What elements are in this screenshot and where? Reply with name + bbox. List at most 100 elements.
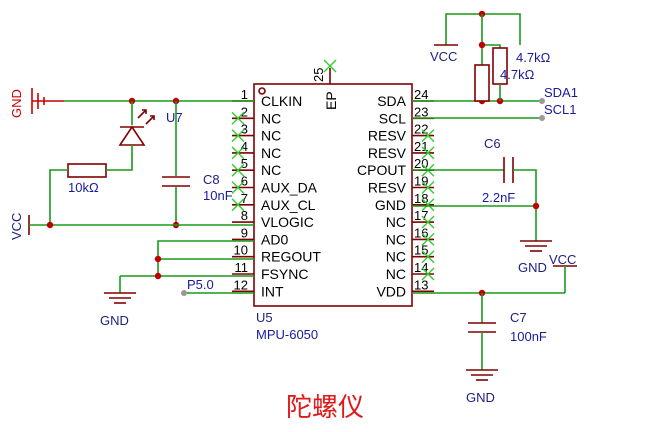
right-pin-name: GND bbox=[375, 197, 406, 213]
scl1-net-point bbox=[539, 115, 545, 121]
right-pin-name: RESV bbox=[368, 145, 407, 161]
r-top-right-label: 4.7kΩ bbox=[516, 50, 551, 65]
c6-symbol bbox=[503, 157, 514, 183]
right-pin-number: 23 bbox=[414, 104, 428, 119]
left-pin-name: AD0 bbox=[261, 231, 288, 247]
c7-symbol bbox=[468, 322, 496, 333]
left-pin-name: REGOUT bbox=[261, 249, 321, 265]
c7-name: C7 bbox=[510, 310, 527, 325]
right-pin-number: 13 bbox=[414, 277, 428, 292]
right-pin-nc-b bbox=[421, 232, 435, 246]
left-pin-nc-b bbox=[231, 181, 245, 194]
junction bbox=[532, 202, 540, 210]
right-pin-name: RESV bbox=[368, 128, 407, 144]
right-pin-nc-b bbox=[421, 198, 435, 212]
junction bbox=[154, 255, 162, 263]
gnd-bottom-right-label: GND bbox=[466, 390, 495, 405]
right-pin-name: NC bbox=[386, 249, 406, 265]
right-pin-name: RESV bbox=[368, 180, 407, 196]
junction bbox=[46, 221, 54, 229]
led-symbol bbox=[118, 109, 155, 146]
right-pin-name: VDD bbox=[376, 283, 406, 299]
gnd-bottom-left-label: GND bbox=[100, 313, 129, 328]
scl1-label: SCL1 bbox=[544, 102, 577, 117]
wire-ad0 bbox=[157, 240, 254, 276]
right-pin-nc-b bbox=[421, 129, 435, 143]
right-pin-nc-b bbox=[421, 181, 435, 194]
right-pin-name: NC bbox=[386, 266, 406, 282]
left-pin-number: 8 bbox=[241, 208, 248, 223]
c8-value: 10nF bbox=[203, 188, 233, 203]
left-pin-name: VLOGIC bbox=[261, 214, 314, 230]
c8-symbol bbox=[162, 176, 190, 187]
wire-vcc-top bbox=[445, 13, 521, 45]
gnd-bottom-right-symbol bbox=[466, 369, 498, 381]
ep-nc-mark bbox=[323, 59, 337, 73]
right-pin-number: 24 bbox=[414, 87, 428, 102]
vcc-top-label: VCC bbox=[430, 49, 457, 64]
c6-name: C6 bbox=[484, 136, 501, 151]
c6-value: 2.2nF bbox=[482, 190, 515, 205]
wire-led-resistor bbox=[110, 145, 133, 171]
right-pin-name: NC bbox=[386, 231, 406, 247]
sda1-net-point bbox=[539, 98, 545, 104]
gnd-right-label: GND bbox=[518, 260, 547, 275]
gnd-right-symbol bbox=[520, 240, 552, 252]
left-pin-number: 3 bbox=[241, 122, 248, 137]
left-pin-number: 11 bbox=[235, 260, 249, 275]
ep-pin-name: EP bbox=[323, 91, 339, 110]
vcc-right-label: VCC bbox=[549, 252, 576, 267]
right-pin-nc-b bbox=[421, 146, 435, 160]
left-pin-number: 6 bbox=[241, 174, 248, 189]
wire-c6-right bbox=[513, 169, 537, 241]
left-pin-number: 5 bbox=[241, 156, 248, 171]
left-pin-number: 12 bbox=[234, 277, 248, 292]
left-pin-number: 4 bbox=[241, 139, 248, 154]
gnd-bottom-left-symbol bbox=[104, 276, 136, 304]
wire-r2-top bbox=[482, 44, 501, 48]
p5-net-point bbox=[181, 290, 187, 296]
right-pin-name: SDA bbox=[377, 93, 406, 109]
r-top-left-label: 4.7kΩ bbox=[500, 67, 535, 82]
left-pin-number: 7 bbox=[241, 191, 248, 206]
right-pin-name: NC bbox=[386, 214, 406, 230]
junction bbox=[478, 41, 486, 49]
vcc-left-symbol bbox=[28, 215, 254, 235]
junction bbox=[154, 272, 162, 280]
c8-name: C8 bbox=[203, 172, 220, 187]
left-pin-nc-b bbox=[231, 163, 245, 177]
left-pin-name: NC bbox=[261, 110, 281, 126]
pin1-marker bbox=[258, 87, 266, 95]
resistor-10k-label: 10kΩ bbox=[68, 180, 99, 195]
gnd-left-label: GND bbox=[9, 89, 24, 118]
wire-r-left bbox=[49, 169, 68, 225]
p5-label: P5.0 bbox=[187, 277, 214, 292]
resistor-4k7-a bbox=[474, 64, 490, 102]
led-label: U7 bbox=[166, 110, 183, 125]
ic-part-name: MPU-6050 bbox=[256, 327, 318, 342]
left-pin-number: 2 bbox=[241, 104, 248, 119]
left-pin-number: 1 bbox=[241, 87, 248, 102]
sda1-label: SDA1 bbox=[544, 85, 578, 100]
vcc-right-symbol bbox=[553, 265, 577, 293]
left-pin-name: AUX_DA bbox=[261, 180, 318, 196]
left-pin-number: 10 bbox=[234, 243, 248, 258]
ic-designator: U5 bbox=[256, 310, 273, 325]
right-pin-name: CPOUT bbox=[357, 162, 406, 178]
left-pin-name: AUX_CL bbox=[261, 197, 316, 213]
left-pin-nc-b bbox=[231, 198, 245, 212]
right-pin-name: SCL bbox=[379, 110, 406, 126]
left-pin-name: FSYNC bbox=[261, 266, 308, 282]
right-pin-nc-b bbox=[421, 250, 435, 264]
left-pin-nc-b bbox=[231, 146, 245, 160]
left-pin-nc-b bbox=[231, 111, 245, 125]
mpu6050-body bbox=[253, 83, 413, 307]
left-pin-name: INT bbox=[261, 283, 284, 299]
left-pin-name: NC bbox=[261, 145, 281, 161]
ep-pin-number: 25 bbox=[311, 68, 326, 82]
left-pin-nc-b bbox=[231, 129, 245, 143]
vcc-left-label: VCC bbox=[9, 213, 24, 240]
